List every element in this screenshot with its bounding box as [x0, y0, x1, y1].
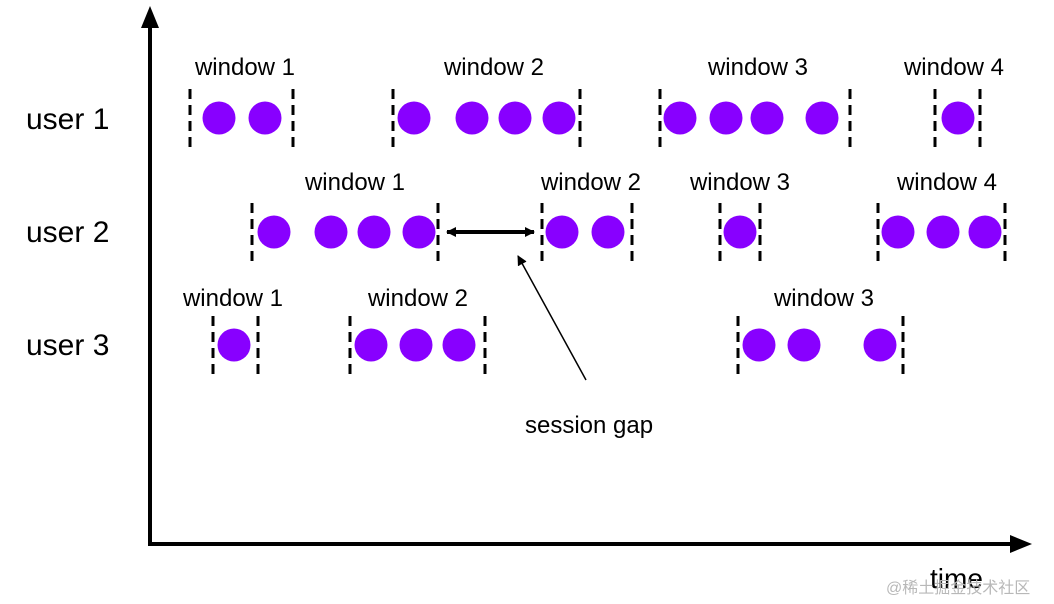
- event-dot: [248, 101, 282, 135]
- y-axis-arrow-icon: [141, 6, 159, 28]
- event-dot: [926, 215, 960, 249]
- window-label: window 4: [896, 169, 997, 196]
- x-axis-arrow-icon: [1010, 535, 1032, 553]
- window-label: window 2: [443, 54, 544, 81]
- event-dot: [881, 215, 915, 249]
- windows-layer: [188, 89, 1007, 374]
- x-axis-label: time: [930, 563, 983, 594]
- window-label: window 4: [903, 54, 1004, 81]
- event-dot: [750, 101, 784, 135]
- event-dot: [399, 328, 433, 362]
- event-dot: [257, 215, 291, 249]
- event-dot: [542, 101, 576, 135]
- event-dot: [787, 328, 821, 362]
- event-dot: [357, 215, 391, 249]
- event-dot: [742, 328, 776, 362]
- window-label: window 1: [194, 54, 295, 81]
- session-gap-label: session gap: [525, 412, 653, 439]
- event-dot: [545, 215, 579, 249]
- session-gap-pointer: [517, 255, 587, 381]
- event-dot: [723, 215, 757, 249]
- row-label-user-1: user 1: [26, 103, 109, 136]
- row-label-user-3: user 3: [26, 329, 109, 362]
- event-dot: [863, 328, 897, 362]
- window-label: window 3: [773, 285, 874, 312]
- watermark: @稀土掘金技术社区: [886, 579, 1030, 597]
- window-label: window 2: [367, 285, 468, 312]
- event-dot: [442, 328, 476, 362]
- window-label: window 3: [689, 169, 790, 196]
- window-label: window 2: [540, 169, 641, 196]
- window-label: window 1: [304, 169, 405, 196]
- event-dot: [591, 215, 625, 249]
- event-dot: [455, 101, 489, 135]
- event-dot: [314, 215, 348, 249]
- event-dot: [709, 101, 743, 135]
- event-dot: [498, 101, 532, 135]
- event-dot: [217, 328, 251, 362]
- event-dot: [397, 101, 431, 135]
- event-dot: [941, 101, 975, 135]
- event-dot: [354, 328, 388, 362]
- event-dot: [805, 101, 839, 135]
- window-label: window 3: [707, 54, 808, 81]
- row-label-user-2: user 2: [26, 216, 109, 249]
- event-dot: [402, 215, 436, 249]
- event-dot: [968, 215, 1002, 249]
- event-dot: [663, 101, 697, 135]
- event-dot: [202, 101, 236, 135]
- window-label: window 1: [182, 285, 283, 312]
